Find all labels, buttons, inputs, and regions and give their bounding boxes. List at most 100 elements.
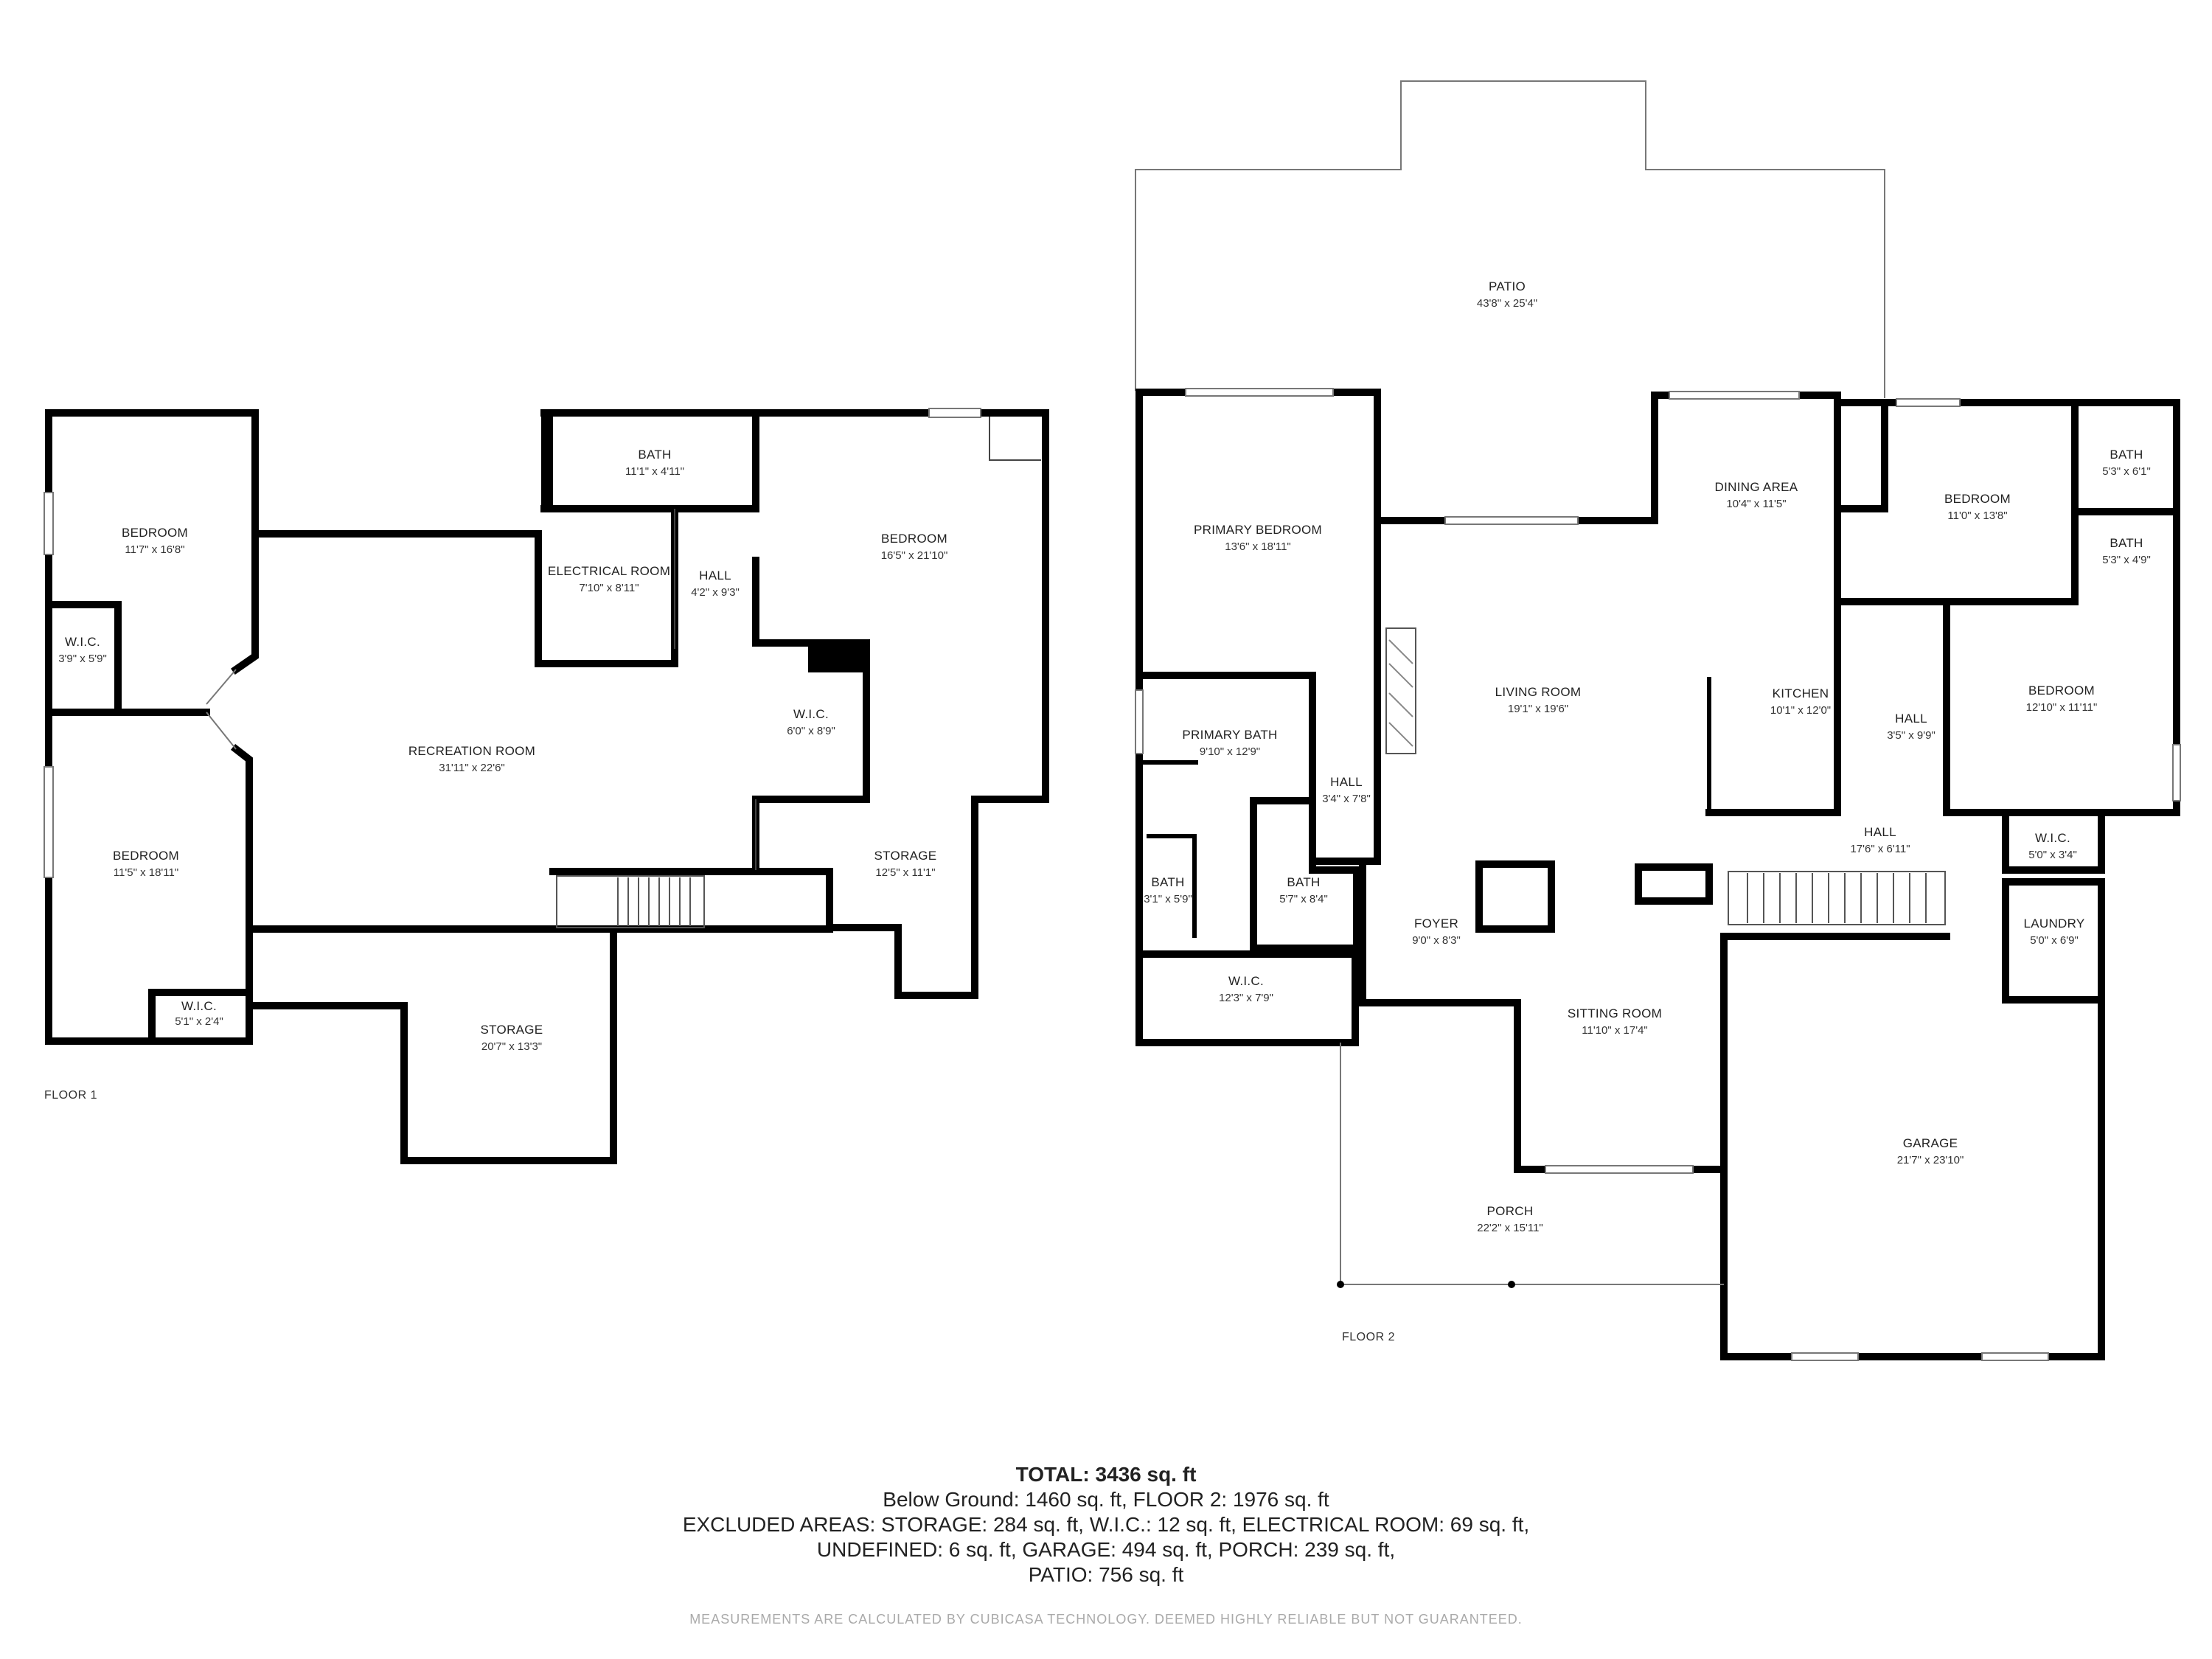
room-name: BATH bbox=[1151, 875, 1184, 889]
area-breakdown-line: Below Ground: 1460 sq. ft, FLOOR 2: 1976… bbox=[883, 1488, 1329, 1511]
room-name: HALL bbox=[1330, 775, 1363, 789]
room-name: RECREATION ROOM bbox=[408, 744, 535, 758]
room-name: PATIO bbox=[1489, 279, 1526, 293]
room-dimensions: 11'7" x 16'8" bbox=[125, 543, 184, 556]
wall bbox=[540, 409, 759, 512]
room-name: DINING AREA bbox=[1715, 480, 1798, 494]
room-name: LIVING ROOM bbox=[1495, 685, 1582, 699]
window bbox=[1135, 689, 1144, 754]
room-name: W.I.C. bbox=[1228, 974, 1264, 988]
room-dimensions: 21'7" x 23'10" bbox=[1897, 1154, 1964, 1166]
room-dimensions: 11'1" x 4'11" bbox=[625, 465, 684, 478]
room-name: BATH bbox=[2110, 448, 2143, 462]
room-name: W.I.C. bbox=[65, 635, 100, 649]
room-dimensions: 12'3" x 7'9" bbox=[1219, 992, 1273, 1004]
room-name: W.I.C. bbox=[181, 999, 217, 1013]
room-name: BEDROOM bbox=[113, 849, 179, 863]
room-dimensions: 7'10" x 8'11" bbox=[579, 582, 639, 594]
wall bbox=[1309, 672, 1381, 865]
window bbox=[44, 492, 54, 555]
wall bbox=[1651, 392, 1841, 816]
room-name: GARAGE bbox=[1903, 1136, 1958, 1150]
wall bbox=[1135, 389, 1381, 865]
room-dimensions: 43'8" x 25'4" bbox=[1477, 297, 1537, 310]
window bbox=[1185, 388, 1334, 397]
room-name: BEDROOM bbox=[881, 532, 947, 546]
wall-column bbox=[541, 413, 553, 509]
wall bbox=[2002, 878, 2105, 1004]
wall bbox=[2002, 809, 2105, 874]
room-dimensions: 12'10" x 11'11" bbox=[2026, 701, 2098, 714]
floor-1-plan bbox=[44, 408, 1049, 1164]
window bbox=[928, 408, 981, 418]
room-dimensions: 5'0" x 6'9" bbox=[2030, 934, 2079, 947]
room-name: FOYER bbox=[1414, 917, 1458, 931]
room-dimensions: 11'5" x 18'11" bbox=[114, 866, 178, 879]
window bbox=[44, 766, 54, 878]
room-name: BEDROOM bbox=[122, 526, 188, 540]
closet bbox=[989, 417, 1041, 461]
window bbox=[1545, 1165, 1694, 1174]
door-swing bbox=[206, 712, 237, 750]
wall bbox=[752, 409, 1049, 803]
window bbox=[1444, 516, 1579, 525]
window bbox=[1791, 1352, 1859, 1361]
room-labels-floor-1: BEDROOM 11'7" x 16'8" W.I.C. 3'9" x 5'9"… bbox=[44, 448, 947, 1102]
room-name: BEDROOM bbox=[2028, 684, 2095, 698]
wall bbox=[45, 409, 259, 675]
room-dimensions: 16'5" x 21'10" bbox=[881, 549, 948, 562]
room-labels-floor-2: PATIO 43'8" x 25'4" PRIMARY BEDROOM 13'6… bbox=[1144, 279, 2151, 1343]
wall bbox=[1135, 672, 1359, 1046]
room-name: BATH bbox=[2110, 536, 2143, 550]
wall bbox=[1250, 797, 1360, 952]
room-name: BEDROOM bbox=[1944, 492, 2011, 506]
room-dimensions: 5'3" x 4'9" bbox=[2102, 554, 2151, 566]
room-name: PORCH bbox=[1487, 1204, 1534, 1218]
wall bbox=[1840, 399, 2180, 816]
chimney-block bbox=[808, 643, 864, 672]
wall bbox=[45, 709, 253, 1045]
room-name: HALL bbox=[1895, 712, 1927, 726]
floor-2-label: FLOOR 2 bbox=[1342, 1331, 1395, 1343]
room-dimensions: 20'7" x 13'3" bbox=[481, 1040, 542, 1053]
wall bbox=[2002, 878, 2105, 1004]
room-dimensions: 3'9" x 5'9" bbox=[58, 653, 107, 665]
room-name: PRIMARY BATH bbox=[1182, 728, 1277, 742]
porch-outline bbox=[1340, 1043, 1724, 1285]
wall bbox=[1475, 860, 1555, 933]
room-dimensions: 19'1" x 19'6" bbox=[1508, 703, 1568, 715]
room-name: BATH bbox=[638, 448, 671, 462]
floor-1-label: FLOOR 1 bbox=[44, 1089, 97, 1102]
room-dimensions: 9'0" x 8'3" bbox=[1412, 934, 1461, 947]
room-name: STORAGE bbox=[874, 849, 937, 863]
room-dimensions: 10'1" x 12'0" bbox=[1770, 704, 1831, 717]
wall bbox=[1720, 933, 2105, 1360]
room-name: HALL bbox=[1864, 825, 1896, 839]
room-dimensions: 22'2" x 15'11" bbox=[1477, 1222, 1543, 1234]
excluded-areas-line: PATIO: 756 sq. ft bbox=[1028, 1563, 1184, 1586]
total-area: TOTAL: 3436 sq. ft bbox=[1015, 1463, 1197, 1486]
room-dimensions: 3'1" x 5'9" bbox=[1144, 893, 1192, 905]
wall bbox=[752, 639, 870, 874]
fireplace bbox=[1385, 627, 1416, 754]
excluded-areas-line: UNDEFINED: 6 sq. ft, GARAGE: 494 sq. ft,… bbox=[816, 1538, 1396, 1561]
room-name: BATH bbox=[1287, 875, 1320, 889]
wall bbox=[1635, 863, 1713, 905]
room-dimensions: 5'3" x 6'1" bbox=[2102, 465, 2151, 478]
porch-post bbox=[1508, 1281, 1515, 1288]
room-dimensions: 13'6" x 18'11" bbox=[1225, 540, 1291, 553]
wall bbox=[1359, 863, 1521, 1006]
room-dimensions: 11'0" x 13'8" bbox=[1947, 509, 2007, 522]
room-dimensions: 4'2" x 9'3" bbox=[691, 586, 740, 599]
room-name: SITTING ROOM bbox=[1568, 1006, 1662, 1020]
room-dimensions: 3'5" x 9'9" bbox=[1887, 729, 1935, 742]
wall bbox=[45, 601, 122, 716]
room-dimensions: 3'4" x 7'8" bbox=[1322, 793, 1371, 805]
room-dimensions: 5'1" x 2'4" bbox=[175, 1015, 223, 1028]
room-dimensions: 9'10" x 12'9" bbox=[1200, 745, 1260, 758]
wall bbox=[246, 925, 617, 1164]
room-dimensions: 5'7" x 8'4" bbox=[1279, 893, 1328, 905]
room-name: HALL bbox=[699, 568, 731, 582]
floor-2-plan bbox=[1135, 80, 2181, 1361]
room-name: LAUNDRY bbox=[2023, 917, 2084, 931]
